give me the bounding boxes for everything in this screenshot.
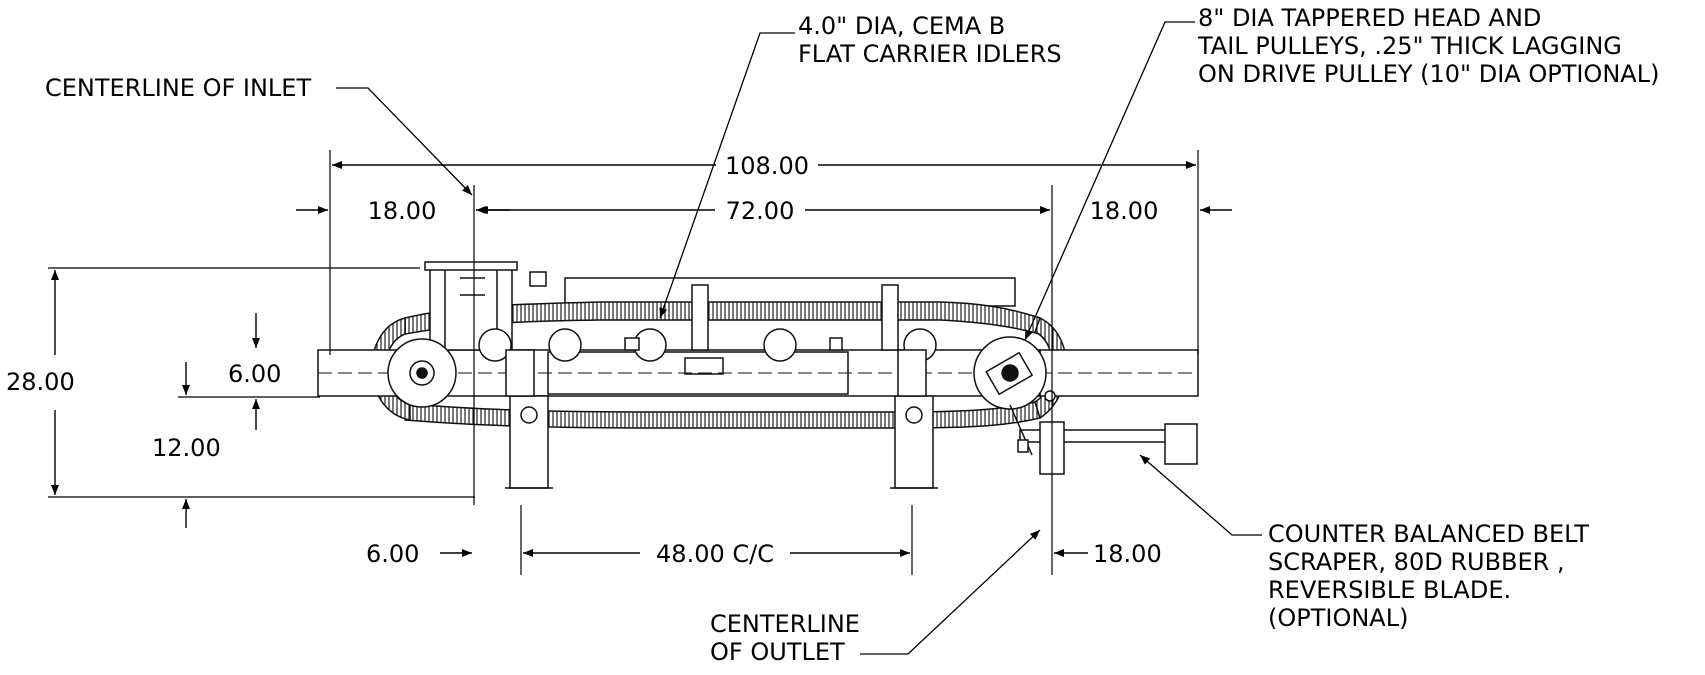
dim-overall-height: 28.00 bbox=[6, 368, 75, 396]
extension-lines bbox=[48, 150, 1199, 575]
leader-pulleys bbox=[1024, 21, 1195, 341]
dimension-lines bbox=[51, 161, 1232, 557]
label-centerline-inlet: CENTERLINE OF INLET bbox=[45, 74, 311, 102]
conveyor-body bbox=[317, 261, 1199, 489]
dim-frame-elevation: 12.00 bbox=[152, 434, 221, 462]
label-pulleys-line1: 8" DIA TAPPERED HEAD AND bbox=[1198, 4, 1541, 32]
dim-outlet-to-end: 18.00 bbox=[1093, 540, 1162, 568]
inlet-bracket bbox=[529, 271, 547, 287]
dimension-labels: 108.00 18.00 72.00 18.00 28.00 6.00 12.0… bbox=[6, 152, 1162, 568]
label-scraper-line4: (OPTIONAL) bbox=[1268, 604, 1408, 632]
leader-outlet bbox=[860, 529, 1041, 655]
dim-leg-spacing: 48.00 C/C bbox=[656, 540, 774, 568]
label-scraper-line1: COUNTER BALANCED BELT bbox=[1268, 520, 1589, 548]
label-scraper-line3: REVERSIBLE BLADE. bbox=[1268, 576, 1511, 604]
dim-inlet-to-outlet: 72.00 bbox=[726, 197, 795, 225]
inlet-flange bbox=[424, 261, 518, 271]
label-idlers-line1: 4.0" DIA, CEMA B bbox=[798, 12, 1005, 40]
label-scraper-line2: SCRAPER, 80D RUBBER , bbox=[1268, 548, 1565, 576]
dim-frame-depth: 6.00 bbox=[228, 360, 281, 388]
head-pulley bbox=[973, 336, 1047, 410]
tail-pulley bbox=[387, 338, 457, 408]
label-outlet-line1: CENTERLINE bbox=[710, 610, 860, 638]
plate bbox=[684, 357, 724, 375]
dim-left-overhang: 18.00 bbox=[368, 197, 437, 225]
dim-overall-length: 108.00 bbox=[725, 152, 809, 180]
leader-lines bbox=[336, 21, 1262, 655]
leader-idlers bbox=[659, 32, 795, 319]
support-legs bbox=[505, 349, 938, 489]
dim-right-overhang: 18.00 bbox=[1090, 197, 1159, 225]
label-pulleys-line2: TAIL PULLEYS, .25" THICK LAGGING bbox=[1197, 32, 1622, 60]
guard-post-left bbox=[691, 284, 709, 351]
idler-rollers bbox=[478, 328, 937, 362]
label-idlers-line2: FLAT CARRIER IDLERS bbox=[798, 40, 1062, 68]
leader-inlet bbox=[336, 87, 473, 196]
guard-post-right bbox=[881, 284, 899, 351]
lower-belt bbox=[404, 401, 1041, 429]
dim-leg-offset: 6.00 bbox=[366, 540, 419, 568]
leader-scraper bbox=[1139, 454, 1262, 536]
label-outlet-line2: OF OUTLET bbox=[710, 638, 845, 666]
label-pulleys-line3: ON DRIVE PULLEY (10" DIA OPTIONAL) bbox=[1198, 60, 1659, 88]
callout-labels: CENTERLINE OF INLET 4.0" DIA, CEMA B FLA… bbox=[45, 4, 1659, 666]
